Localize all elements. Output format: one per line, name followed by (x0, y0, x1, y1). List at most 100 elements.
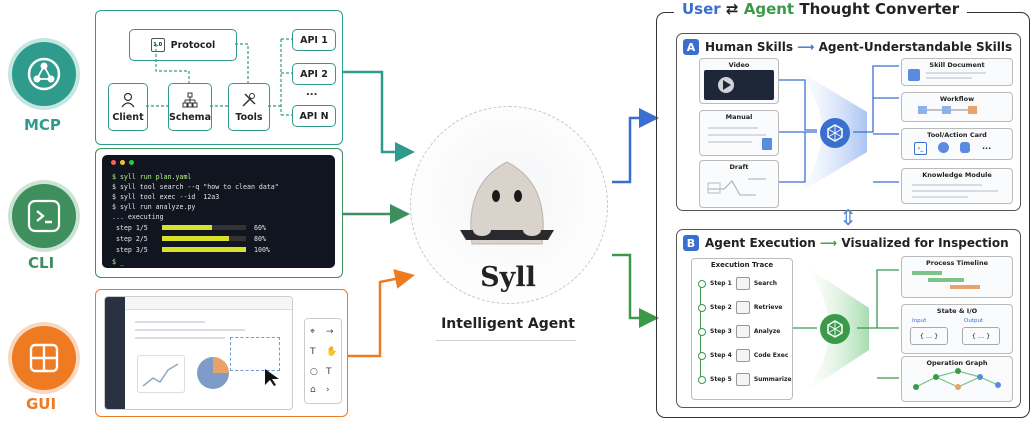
knowledge-module-card: Knowledge Module (901, 168, 1013, 204)
shape-icon: ⌂ (310, 385, 316, 395)
terminal-icon: ›_ (914, 142, 927, 155)
step-pct: 80% (254, 235, 266, 243)
converter-title: User ⇄ Agent Thought Converter (674, 0, 968, 18)
output-label: Output (964, 318, 984, 324)
text-tool-icon: T (326, 367, 332, 377)
process-timeline-card: Process Timeline (901, 256, 1013, 298)
section-b-badge: B (683, 235, 699, 251)
gui-tool-palette: ⌖→ T✋ ○T ⌂› (304, 318, 342, 404)
video-thumbnail (704, 70, 774, 100)
schema-box: Schema (168, 83, 212, 131)
tool-action-card: Tool/Action Card ›_ ... (901, 128, 1013, 160)
mcp-label: MCP (24, 116, 61, 134)
step-pct: 100% (254, 246, 270, 254)
play-icon (718, 77, 734, 93)
progress-fill (162, 236, 230, 241)
cursor-icon (265, 369, 279, 386)
step-label: step 1/5 (116, 224, 148, 232)
gui-icon (12, 326, 76, 390)
client-box: Client (108, 83, 148, 131)
code-file-icon (908, 69, 920, 81)
agent-subtitle: Intelligent Agent (441, 316, 575, 332)
pie-chart-icon (195, 353, 235, 393)
manual-card: Manual (699, 110, 779, 156)
hand-icon: ✋ (326, 347, 338, 357)
globe-icon (938, 142, 949, 153)
user-icon (121, 92, 135, 107)
agent-to-b-arrow (612, 253, 659, 328)
arrow-right-icon: ⟶ (820, 236, 838, 250)
code-icon (735, 349, 750, 362)
draft-card: Draft (699, 160, 779, 208)
workflow-card: Workflow (901, 92, 1013, 122)
wrench-icon (242, 92, 256, 107)
more-tools: ... (982, 142, 992, 151)
gui-arrow (345, 269, 415, 358)
api-1-box: API 1 (292, 29, 336, 51)
gui-window (104, 296, 293, 410)
input-value: { ... } (910, 327, 948, 345)
api-2-box: API 2 (292, 63, 336, 85)
step-pct: 60% (254, 224, 266, 232)
agent-core-icon-b (820, 314, 850, 344)
lasso-icon: ⌖ (310, 327, 316, 337)
terminal-window: $ syll run plan.yaml $ syll tool search … (102, 155, 335, 268)
terminal-line: $ syll tool search --q "how to clean dat… (112, 183, 279, 191)
agent-name: Syll (480, 262, 536, 293)
video-card: Video (699, 58, 779, 104)
terminal-line: ... executing (112, 213, 164, 221)
hierarchy-icon (182, 92, 198, 107)
summary-icon (735, 373, 750, 386)
api-ellipsis: ... (306, 87, 318, 98)
document-icon (762, 138, 772, 150)
gui-label: GUI (26, 395, 57, 413)
input-label: Input (912, 318, 927, 324)
swap-arrows-icon: ⇄ (725, 0, 739, 18)
operation-graph-card: Operation Graph (901, 356, 1013, 402)
bidirectional-arrow-icon: ⇕ (839, 206, 858, 231)
section-b-title: Agent Execution ⟶ Visualized for Inspect… (705, 236, 1009, 250)
title-rest: Thought Converter (799, 0, 960, 18)
terminal-window-buttons (111, 160, 134, 165)
tools-box: Tools (228, 83, 270, 131)
arrow-right-icon: ⟶ (797, 40, 815, 54)
progress-fill (162, 247, 246, 252)
text-icon: T (310, 347, 316, 357)
title-agent: Agent (743, 0, 795, 18)
gui-toolbar (125, 297, 292, 310)
protocol-icon: 1.0 (150, 38, 165, 52)
progress-fill (162, 225, 213, 230)
progress-bar-2 (162, 236, 246, 241)
api-n-box: API N (292, 105, 336, 127)
cli-icon (12, 184, 76, 248)
subtitle-underline (436, 340, 576, 341)
workflow-icon (918, 106, 977, 114)
agent-to-a-arrow (612, 108, 659, 184)
progress-bar-1 (162, 225, 246, 230)
sketch-icon (707, 178, 766, 196)
protocol-box: 1.0 Protocol (129, 29, 237, 61)
section-a-badge: A (683, 39, 699, 55)
progress-bar-3 (162, 247, 246, 252)
gui-panel: ⌖→ T✋ ○T ⌂› (95, 289, 348, 417)
syll-mascot (460, 161, 554, 245)
database-icon (960, 142, 970, 153)
mcp-dashed-links (146, 38, 292, 116)
graph-icon (913, 368, 1001, 390)
section-b: B Agent Execution ⟶ Visualized for Inspe… (676, 229, 1021, 408)
output-value: { ... } (962, 327, 1000, 345)
search-icon (735, 277, 750, 290)
cli-label: CLI (28, 254, 55, 272)
arrow-icon: → (326, 327, 334, 337)
mcp-arrow (340, 70, 415, 162)
retrieve-icon (735, 301, 750, 314)
title-user: User (682, 0, 721, 18)
selection-box (230, 337, 280, 371)
terminal-line: $ syll run analyze.py (112, 203, 196, 211)
